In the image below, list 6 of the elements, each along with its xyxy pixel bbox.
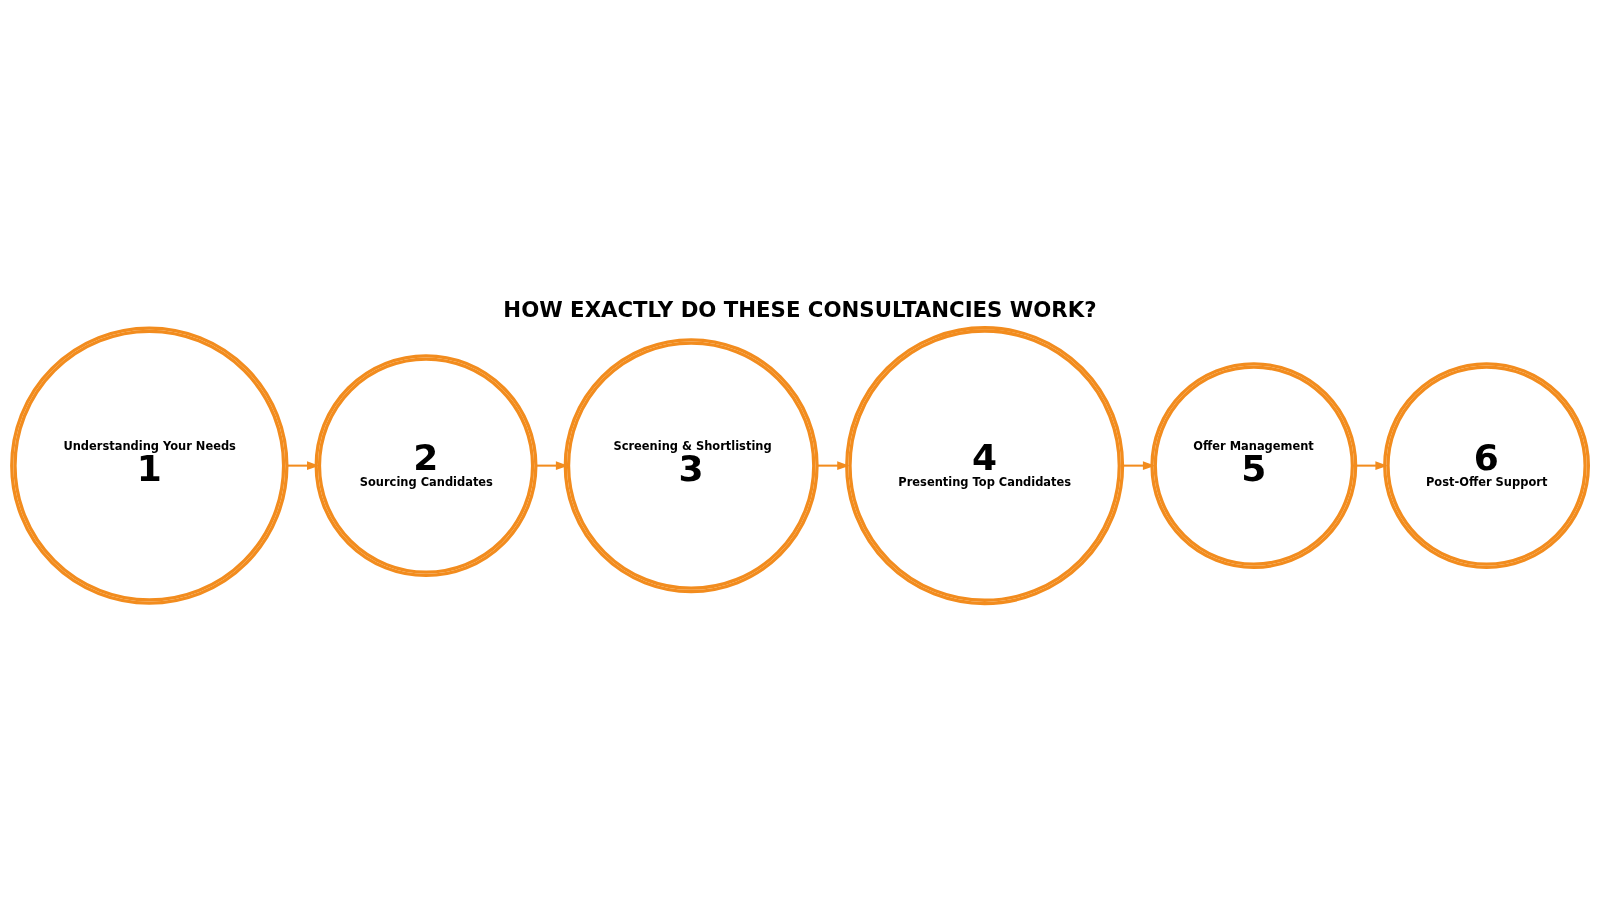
diagram-title: HOW EXACTLY DO THESE CONSULTANCIES WORK?	[503, 296, 1097, 322]
arrow	[1355, 460, 1388, 470]
arrow	[1122, 460, 1156, 470]
arrow	[817, 460, 850, 470]
arrow	[535, 460, 569, 470]
arrow	[286, 460, 320, 470]
